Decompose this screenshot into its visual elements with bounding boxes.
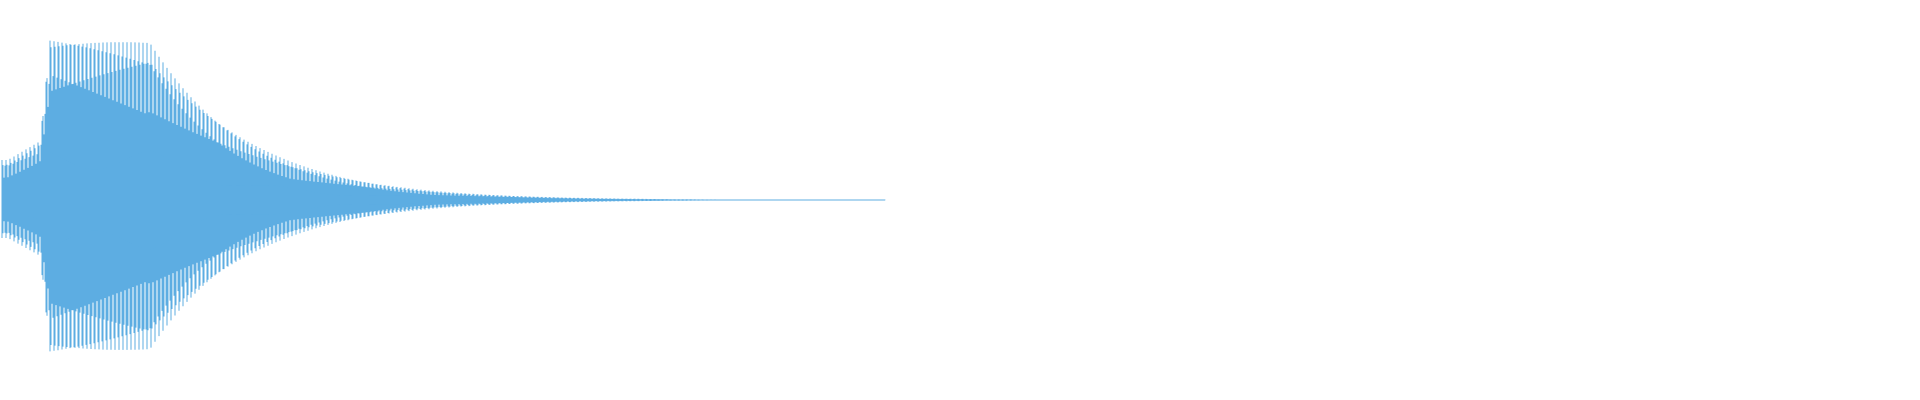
waveform-peaks bbox=[1, 40, 886, 352]
